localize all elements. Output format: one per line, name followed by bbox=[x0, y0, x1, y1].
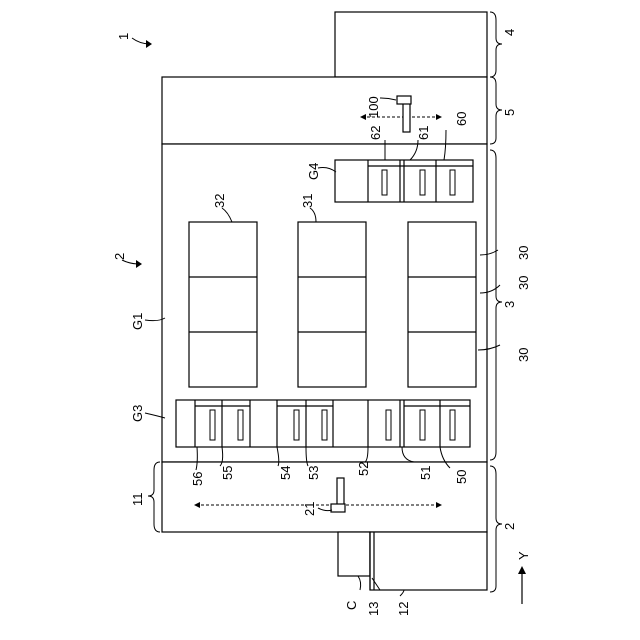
label-block-30a: 30 bbox=[516, 246, 531, 260]
exposure-block bbox=[335, 12, 487, 77]
cassette-table bbox=[370, 532, 487, 590]
label-unit-53: 53 bbox=[306, 466, 321, 480]
label-unit-60: 60 bbox=[454, 112, 469, 126]
block-30 bbox=[408, 222, 476, 387]
label-arm-21: 21 bbox=[302, 502, 317, 516]
label-block-31: 31 bbox=[300, 194, 315, 208]
label-arm-100: 100 bbox=[366, 96, 381, 118]
label-unit-54: 54 bbox=[278, 466, 293, 480]
label-cassette-c: C bbox=[344, 601, 359, 610]
label-cassette-12: 12 bbox=[396, 602, 411, 616]
label-g1: G1 bbox=[130, 313, 145, 330]
interface-block bbox=[162, 77, 487, 144]
y-axis-arrow bbox=[518, 566, 526, 604]
g3-unit-stack bbox=[176, 400, 470, 447]
label-block-30b: 30 bbox=[516, 276, 531, 290]
label-axis-y: Y bbox=[516, 551, 531, 560]
g4-unit-stack bbox=[335, 160, 473, 202]
label-station-2-top: 2 bbox=[112, 253, 127, 260]
label-unit-52: 52 bbox=[356, 462, 371, 476]
label-block-32: 32 bbox=[212, 194, 227, 208]
label-transfer-11: 11 bbox=[130, 493, 145, 507]
label-unit-55: 55 bbox=[220, 466, 235, 480]
label-process-station-3: 3 bbox=[502, 301, 517, 308]
block-31 bbox=[298, 222, 366, 387]
label-interface-5: 5 bbox=[502, 109, 517, 116]
label-unit-61: 61 bbox=[416, 126, 431, 140]
brace-11 bbox=[148, 462, 160, 532]
braces-right bbox=[490, 12, 502, 592]
label-block-30c: 30 bbox=[516, 348, 531, 362]
label-g4: G4 bbox=[306, 163, 321, 180]
label-unit-50: 50 bbox=[454, 470, 469, 484]
label-g3: G3 bbox=[130, 405, 145, 422]
label-unit-62: 62 bbox=[368, 126, 383, 140]
label-cassette-13: 13 bbox=[366, 602, 381, 616]
label-unit-56: 56 bbox=[190, 472, 205, 486]
block-32 bbox=[189, 222, 257, 387]
label-station-2-side: 2 bbox=[502, 523, 517, 530]
cassette-c bbox=[338, 532, 370, 576]
label-unit-51: 51 bbox=[418, 466, 433, 480]
transfer-section bbox=[162, 462, 487, 532]
label-apparatus: 1 bbox=[116, 33, 131, 40]
label-exposure-4: 4 bbox=[502, 29, 517, 36]
